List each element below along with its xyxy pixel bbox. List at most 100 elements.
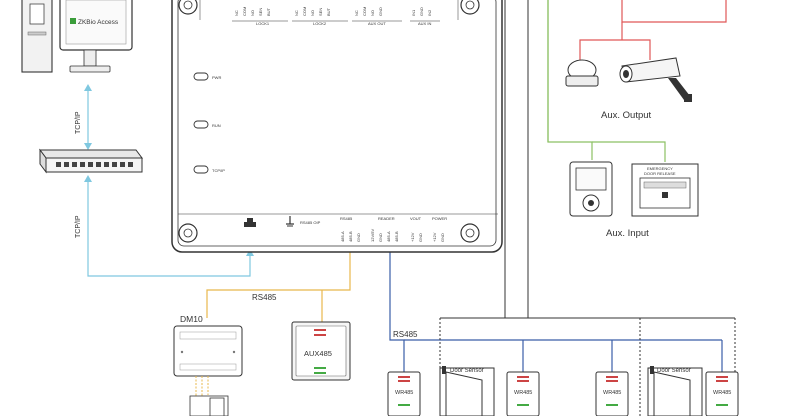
dm10-door-sensor (189, 395, 229, 416)
zk-logo-icon (70, 18, 76, 24)
terminal-pin-label: NC (294, 10, 299, 16)
ethernet-port-icon (244, 218, 256, 227)
rs485-oip-label: RS485 OIP (300, 220, 321, 225)
terminal-pin-label: NC (234, 10, 239, 16)
switch-ports (56, 162, 133, 167)
switch-port (88, 162, 93, 167)
switch-port (104, 162, 109, 167)
led-tcpip-label: TCP/IP (212, 168, 225, 173)
tcpip-arrow-down (84, 143, 92, 150)
door-sensor-label-1: Door Sensor (450, 368, 484, 374)
tcpip-line-switch-panel (87, 178, 251, 277)
terminal-pin-label: 485-B (348, 231, 353, 242)
rs485-label-mid: RS485 (252, 293, 277, 302)
terminal-pin-label: NO (250, 10, 255, 16)
terminal-pin-label: IN1 (411, 9, 416, 16)
zkbio-monitor: ZKBio Access (21, 0, 133, 73)
control-panel (171, 0, 503, 253)
terminal-pin-label: GND (378, 7, 383, 16)
rs485-label-bottom: RS485 (393, 330, 418, 339)
terminal-pin-label: NO (310, 10, 315, 16)
terminal-pin-label: BUT (326, 7, 331, 16)
wr485-label-2: WR485 (514, 390, 532, 396)
group-power-label: POWER (432, 216, 447, 221)
tcpip-arrow-switch (84, 175, 92, 182)
terminal-pin-label: GND (356, 233, 361, 242)
terminal-pin-label: +12V (432, 232, 437, 242)
terminal-pin-label: COM (242, 7, 247, 16)
aux-output-line-alarm (579, 39, 651, 62)
emergency-label-2: DOOR RELEASE (644, 171, 676, 176)
wr485-module-4 (705, 371, 739, 416)
alarm-siren-icon (565, 59, 599, 87)
wr485-label-1: WR485 (395, 390, 413, 396)
rs485-line-panel-dm10 (206, 252, 351, 318)
emergency-label-1: EMERGENCY (647, 166, 673, 171)
tcpip-arrow-up (84, 84, 92, 91)
terminal-pin-label: IN2 (427, 9, 432, 16)
tcpip-label-bottom: TCP/IP (75, 215, 82, 238)
wr485-label-4: WR485 (713, 390, 731, 396)
terminal-pin-label: +12V (410, 232, 415, 242)
tcpip-label-top: TCP/IP (75, 111, 82, 134)
switch-port (112, 162, 117, 167)
switch-port (128, 162, 133, 167)
aux-output-line (621, 0, 727, 23)
terminal-pin-label: BUT (266, 7, 271, 16)
group-vout-label: VOUT (410, 216, 422, 221)
aux485-module (291, 321, 351, 381)
zkbio-access-label: ZKBio Access (78, 19, 119, 26)
dm10-label: DM10 (180, 314, 203, 324)
group-auxin-label: AUX IN (418, 21, 431, 26)
ground-icon (286, 216, 294, 227)
terminal-pin-label: SEN (318, 8, 323, 16)
aux485-label: AUX485 (304, 349, 332, 358)
switch-port (96, 162, 101, 167)
switch-port (80, 162, 85, 167)
wr485-module-3 (595, 371, 629, 416)
terminal-pin-label: 485-A (340, 231, 345, 242)
terminal-pin-label: 485-A (386, 231, 391, 242)
group-auxout-label: AUX OUT (368, 21, 386, 26)
aux-input-line-2 (592, 141, 666, 162)
wr485-label-3: WR485 (603, 390, 621, 396)
wr485-module-2 (506, 371, 540, 416)
network-switch (39, 148, 143, 174)
emergency-release-icon (631, 163, 699, 217)
wr485-module-1 (387, 371, 421, 416)
group-lock2-label: LOCK2 (313, 21, 327, 26)
terminal-pin-label: SEN (258, 8, 263, 16)
terminal-pin-label: NC (354, 10, 359, 16)
door-sensor-2-icon (650, 366, 654, 374)
led-pwr-label: PWR (212, 75, 221, 80)
terminal-pin-label: GND (419, 7, 424, 16)
led-pwr: PWR (193, 72, 221, 81)
camera-icon (619, 57, 692, 102)
terminal-pin-label: GND (378, 233, 383, 242)
led-run: RUN (193, 120, 221, 129)
aux-input-label: Aux. Input (606, 228, 649, 239)
terminal-pin-label: 12V/5V (370, 229, 375, 242)
led-run-label: RUN (212, 123, 221, 128)
switch-port (120, 162, 125, 167)
aux-output-label: Aux. Output (601, 110, 652, 121)
terminal-pin-label: NO (370, 10, 375, 16)
group-rs485-label: RS485 (340, 216, 353, 221)
door-2 (647, 366, 703, 416)
group-lock1-label: LOCK1 (256, 21, 270, 26)
terminal-pin-label: COM (302, 7, 307, 16)
switch-port (64, 162, 69, 167)
smoke-detector-icon (569, 161, 613, 217)
group-reader-label: READER (378, 216, 395, 221)
terminal-pin-label: 485-B (394, 231, 399, 242)
switch-port (72, 162, 77, 167)
door-1 (439, 366, 495, 416)
terminal-pin-label: GND (418, 233, 423, 242)
door-sensor-1-icon (442, 366, 446, 374)
reader-line (389, 252, 405, 372)
terminal-pin-label: COM (362, 7, 367, 16)
dm10-module (173, 325, 243, 377)
